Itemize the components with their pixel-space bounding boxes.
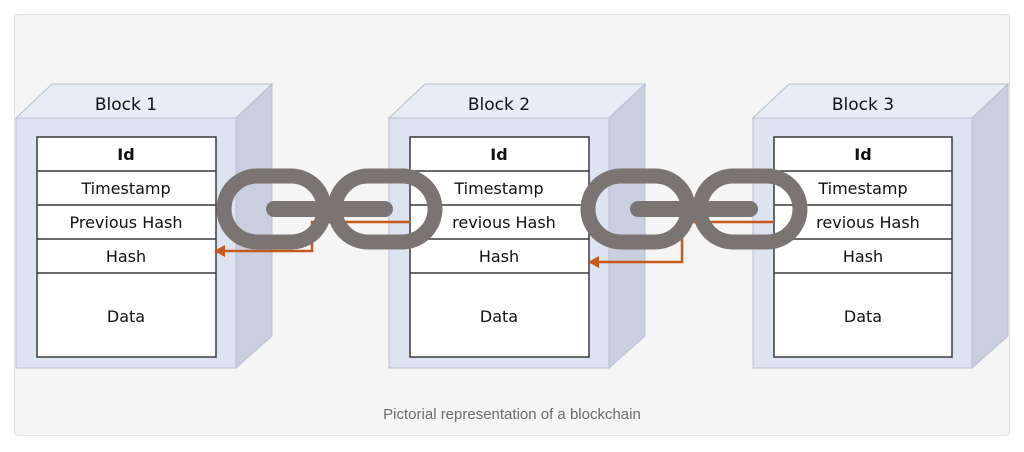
block-3-field-hash: Hash: [843, 247, 883, 266]
block-2-field-data: Data: [480, 307, 518, 326]
block-2-field-timestamp: Timestamp: [453, 179, 543, 198]
block-2-field-id: Id: [490, 145, 507, 164]
chain-link-icon: [580, 168, 808, 250]
block-3-side: [971, 82, 1009, 370]
arrow-block3-to-block2: [588, 220, 774, 268]
block-1: Block 1 Id Timestamp Previous Hash Hash …: [14, 82, 274, 370]
block-1-field-timestamp: Timestamp: [80, 179, 170, 198]
block-2-field-hash: Hash: [479, 247, 519, 266]
block-3-field-timestamp: Timestamp: [817, 179, 907, 198]
block-2-field-previous-hash: revious Hash: [452, 213, 556, 232]
block-1-field-data: Data: [107, 307, 145, 326]
block-3-field-previous-hash: revious Hash: [816, 213, 920, 232]
block-3: Block 3 Id Timestamp revious Hash Hash D…: [751, 82, 1010, 370]
block-2-side: [608, 82, 646, 370]
block-3-title: Block 3: [832, 95, 894, 115]
block-2: Block 2 Id Timestamp revious Hash Hash D…: [387, 82, 647, 370]
block-3-field-id: Id: [854, 145, 871, 164]
block-3-table: [773, 136, 953, 358]
block-1-side: [235, 82, 273, 370]
block-1-field-hash: Hash: [106, 247, 146, 266]
block-2-title: Block 2: [468, 95, 530, 115]
block-1-field-id: Id: [117, 145, 134, 164]
blockchain-diagram: Block 1 Id Timestamp Previous Hash Hash …: [14, 82, 1010, 370]
chain-link-icon: [216, 168, 443, 250]
block-1-field-previous-hash: Previous Hash: [69, 213, 182, 232]
block-1-table: [36, 136, 217, 358]
block-1-title: Block 1: [95, 95, 157, 115]
block-3-field-data: Data: [844, 307, 882, 326]
figure-caption: Pictorial representation of a blockchain: [383, 406, 641, 423]
